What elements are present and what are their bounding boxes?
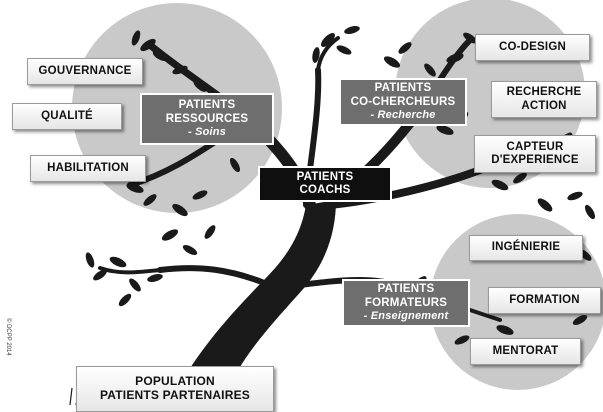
capteur-experience-line2: D'EXPERIENCE xyxy=(491,154,579,166)
qualite-label: QUALITÉ xyxy=(41,109,93,122)
mentorat-label: MENTORAT xyxy=(492,344,559,357)
patients-formateurs-line1: PATIENTS xyxy=(377,283,435,296)
population-line1: POPULATION xyxy=(135,374,215,388)
recherche-action-line1: RECHERCHE xyxy=(506,86,582,99)
patients-co-chercheurs-sub: - Recherche xyxy=(370,108,436,121)
capteur-experience-line1: CAPTEUR xyxy=(506,140,564,153)
gouvernance-box: GOUVERNANCE xyxy=(27,58,143,85)
mentorat-box: MENTORAT xyxy=(470,338,581,365)
qualite-box: QUALITÉ xyxy=(12,103,122,130)
formation-box: FORMATION xyxy=(488,287,601,314)
tree-trunk xyxy=(170,200,336,405)
patients-co-chercheurs-line1: PATIENTS xyxy=(374,82,432,95)
patients-ressources-line1: PATIENTS xyxy=(178,99,236,112)
copyright-notice: © DCPP 2014 xyxy=(5,318,11,356)
patients-formateurs-line2: FORMATEURS xyxy=(364,296,448,309)
co-design-box: CO-DESIGN xyxy=(475,34,590,61)
patients-ressources-box: PATIENTS RESSOURCES - Soins xyxy=(140,93,274,145)
patients-ressources-line2: RESSOURCES xyxy=(165,112,249,125)
recherche-action-line2: ACTION xyxy=(521,99,567,112)
patients-formateurs-sub: - Enseignement xyxy=(363,309,449,322)
patients-coachs-box: PATIENTS COACHS xyxy=(258,166,392,202)
ingenierie-box: INGÉNIERIE xyxy=(469,235,583,261)
patients-ressources-sub: - Soins xyxy=(187,125,227,138)
gouvernance-label: GOUVERNANCE xyxy=(38,64,132,77)
population-line2: PATIENTS PARTENAIRES xyxy=(99,387,250,402)
habilitation-label: HABILITATION xyxy=(47,161,129,174)
co-design-label: CO-DESIGN xyxy=(499,40,566,53)
ingenierie-label: INGÉNIERIE xyxy=(491,241,561,254)
patients-co-chercheurs-line2: CO-CHERCHEURS xyxy=(350,95,456,108)
patients-coachs-line2: COACHS xyxy=(299,184,351,196)
patients-formateurs-box: PATIENTS FORMATEURS - Enseignement xyxy=(342,279,470,327)
capteur-experience-box: CAPTEUR D'EXPERIENCE xyxy=(474,135,596,173)
population-box: POPULATION PATIENTS PARTENAIRES xyxy=(76,366,274,412)
habilitation-box: HABILITATION xyxy=(30,155,146,182)
patients-co-chercheurs-box: PATIENTS CO-CHERCHEURS - Recherche xyxy=(339,78,467,126)
patients-coachs-line1: PATIENTS xyxy=(296,170,354,183)
recherche-action-box: RECHERCHE ACTION xyxy=(491,81,597,118)
formation-label: FORMATION xyxy=(509,293,580,306)
